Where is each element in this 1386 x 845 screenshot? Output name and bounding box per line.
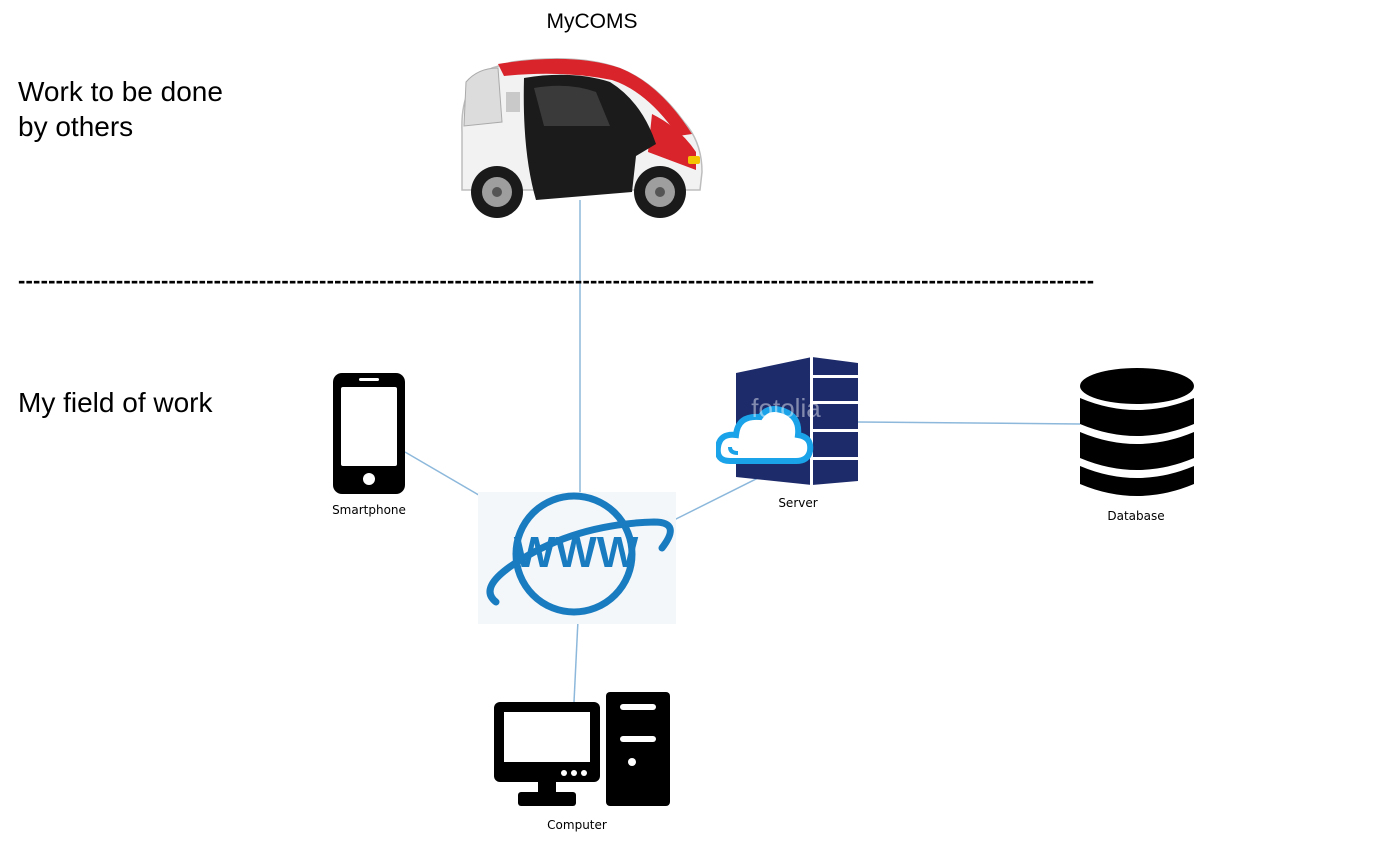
computer-icon <box>494 692 670 806</box>
smartphone-label: Smartphone <box>332 503 406 517</box>
database-label: Database <box>1107 509 1165 523</box>
server-label: Server <box>778 496 818 510</box>
section-label-my-field: My field of work <box>18 387 213 418</box>
smartphone-icon <box>333 373 405 494</box>
car-image <box>461 58 703 218</box>
section-label-others: Work to be done by others <box>18 76 223 142</box>
server-watermark: fotolia <box>751 393 821 423</box>
globe-www-icon: WWW <box>478 492 676 624</box>
computer-label: Computer <box>547 818 607 832</box>
www-text: WWW <box>514 528 639 577</box>
server-cloud-icon: fotolia <box>716 357 858 485</box>
car-title: MyCOMS <box>546 10 638 33</box>
database-icon <box>1080 368 1194 496</box>
section-divider: ----------------------------------------… <box>18 268 1095 293</box>
server-to-database-connector <box>857 421 1081 425</box>
www-to-computer-connector <box>573 619 579 703</box>
server-to-www-connector <box>669 471 771 523</box>
